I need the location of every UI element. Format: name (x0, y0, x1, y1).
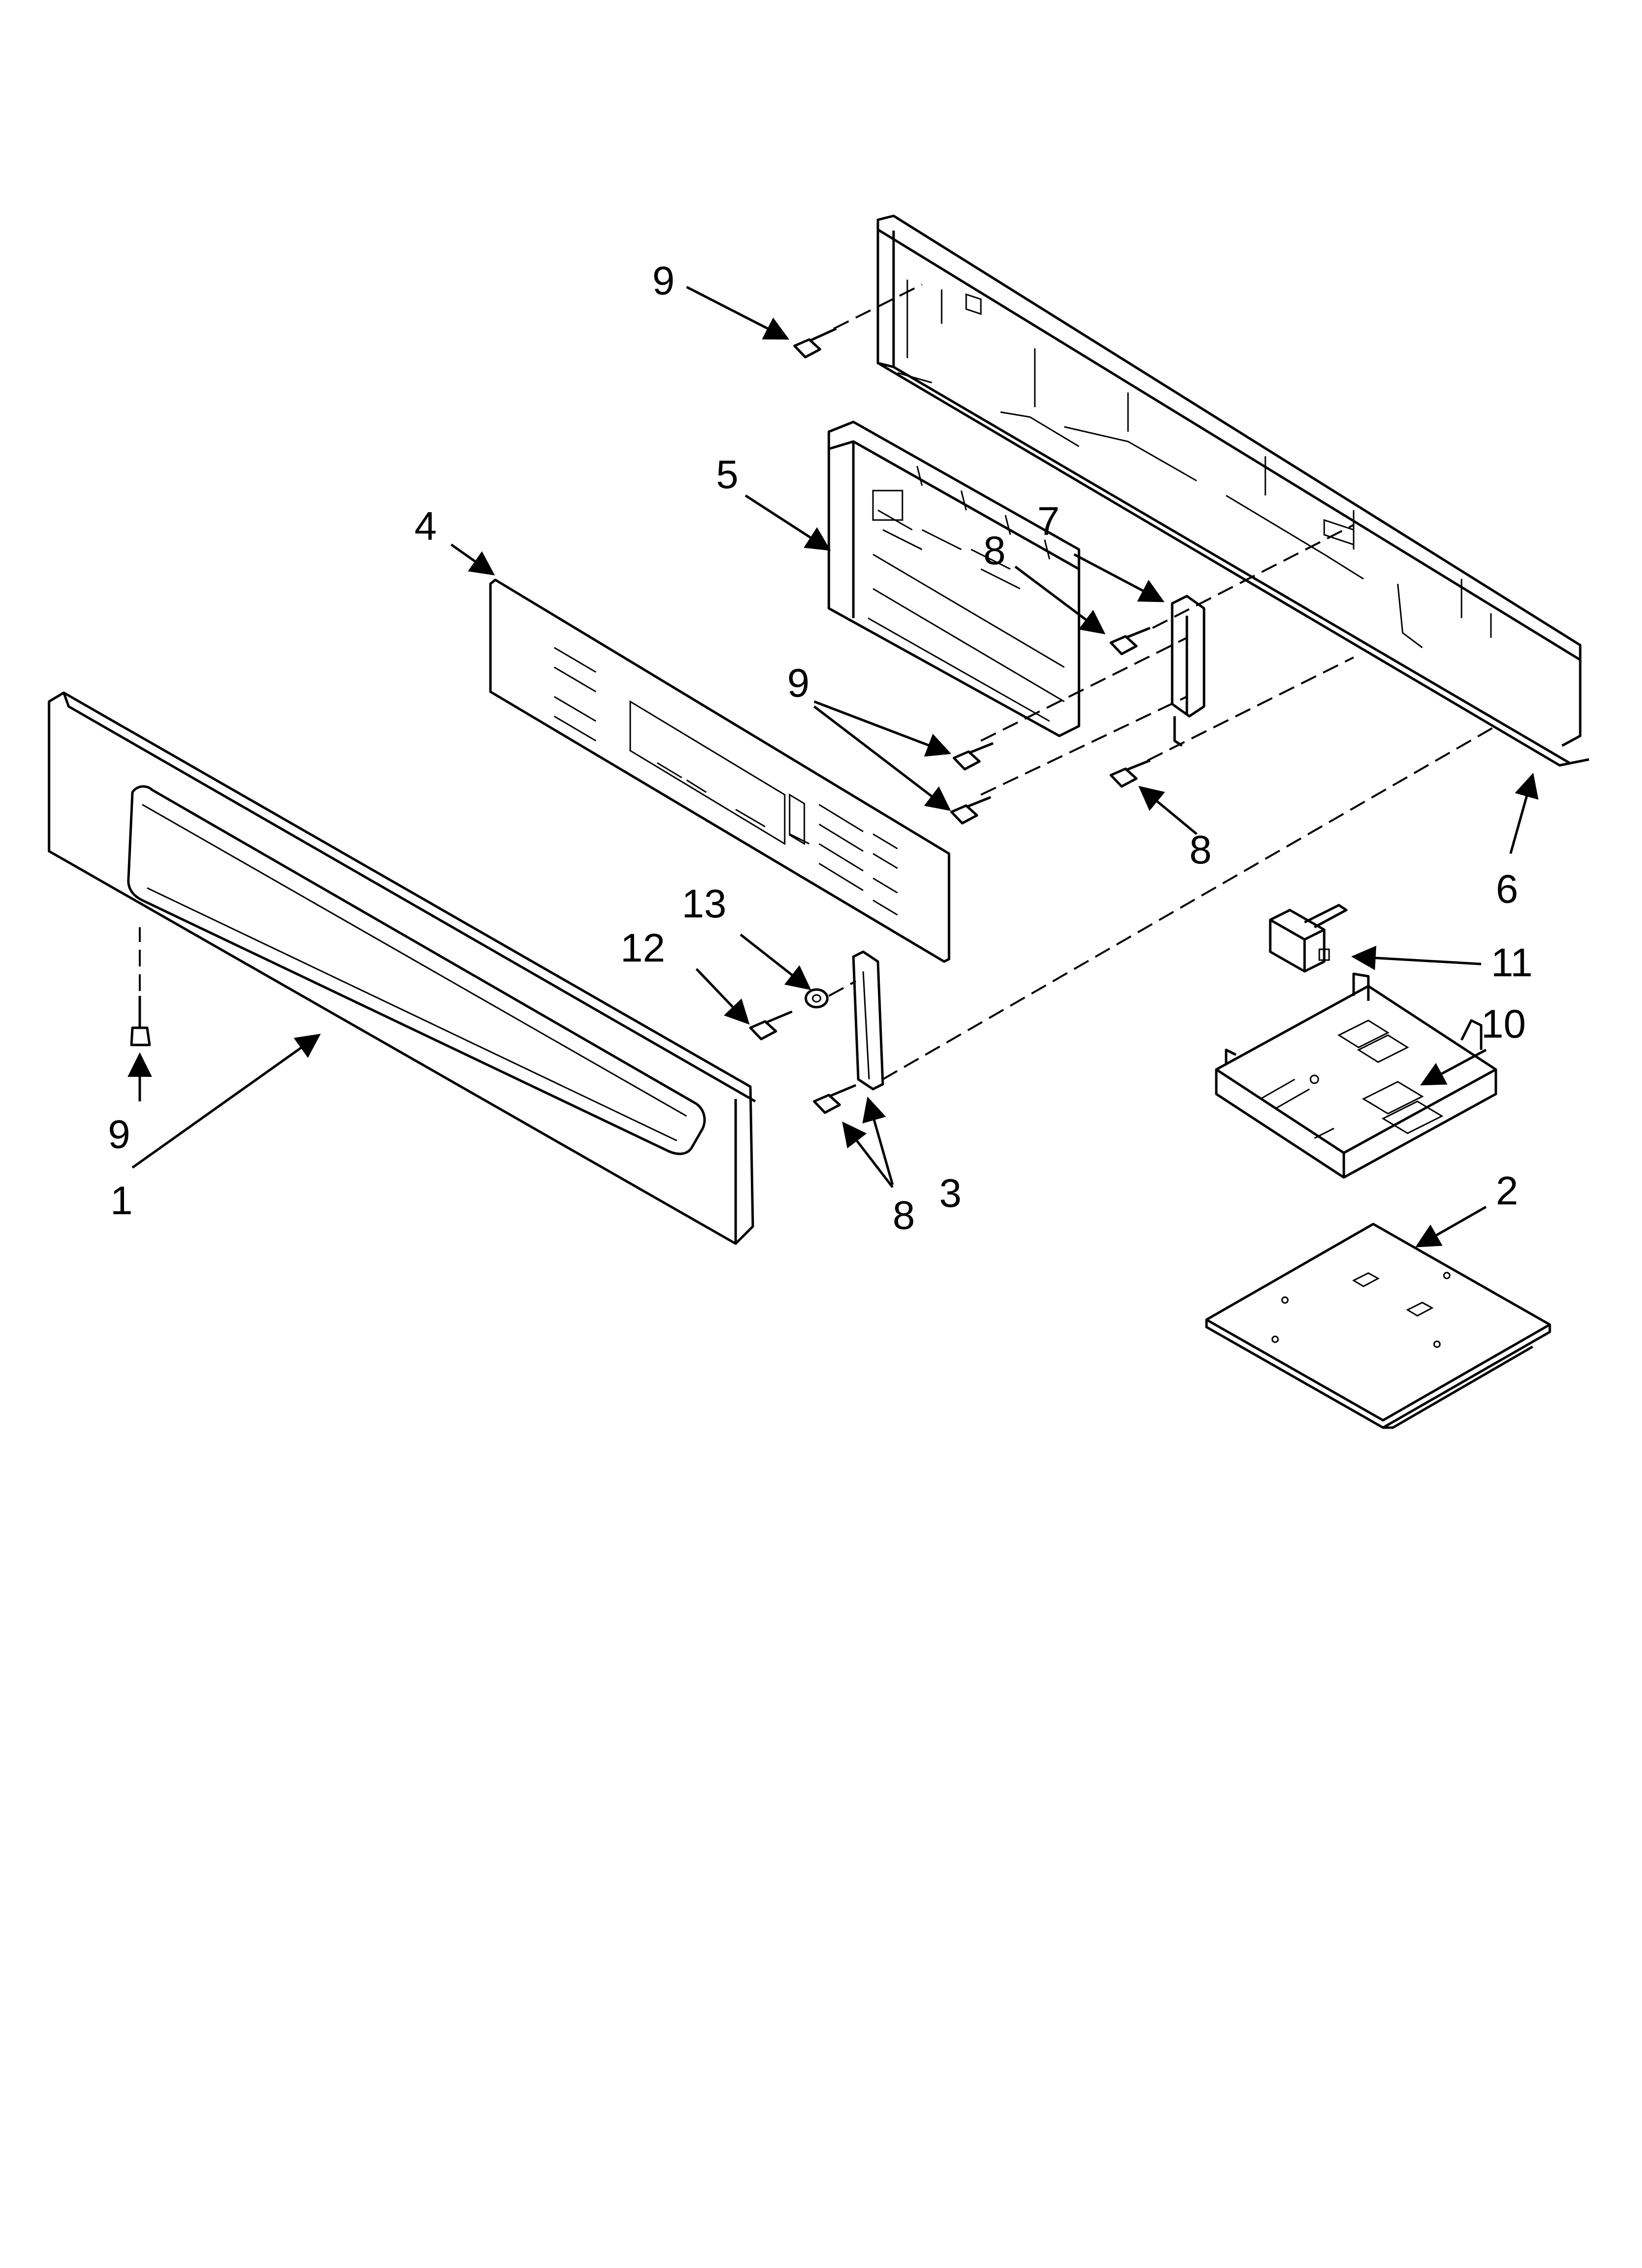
screw-12 (749, 1010, 793, 1041)
callout-8-lower: 8 (893, 1193, 915, 1238)
callout-12: 12 (620, 926, 665, 970)
callout-labels: 9 5 4 8 7 9 8 6 13 12 11 10 9 1 3 8 2 (108, 259, 1533, 1238)
callout-8-right: 8 (1189, 828, 1212, 872)
callout-1: 1 (110, 1178, 133, 1223)
part-11-switch (1269, 904, 1348, 973)
callout-9-left: 9 (108, 1112, 130, 1157)
part-2-bottom-cover (1205, 1223, 1551, 1429)
screw-9-middle-b (950, 796, 991, 825)
callout-2: 2 (1496, 1169, 1518, 1213)
screw-8-upper (1109, 626, 1151, 655)
callout-7: 7 (1037, 499, 1060, 544)
screw-9-left (130, 996, 151, 1046)
part-10-relay-board (1215, 972, 1497, 1179)
washer-13 (804, 988, 829, 1009)
screw-9-top (793, 327, 837, 359)
callout-3: 3 (939, 1171, 962, 1216)
callout-9-middle: 9 (787, 661, 810, 705)
callout-13: 13 (682, 882, 726, 926)
part-7-bracket (1171, 595, 1206, 747)
leader-arrows (128, 286, 1539, 1248)
part-1-control-panel-trim (48, 691, 756, 1245)
callout-6: 6 (1496, 867, 1518, 912)
callout-5: 5 (716, 452, 739, 497)
part-3-bracket-strip (852, 950, 884, 1091)
screw-9-middle-a (952, 742, 994, 771)
part-5-electronic-control (827, 420, 1080, 737)
screw-8-lower (813, 1084, 856, 1114)
screw-8-right (1109, 759, 1151, 788)
callout-11: 11 (1491, 940, 1533, 985)
part-6-control-panel-frame (876, 214, 1590, 767)
callout-10: 10 (1481, 1002, 1526, 1046)
alignment-lines (139, 284, 1496, 1080)
callout-4: 4 (414, 504, 437, 548)
callout-9-top: 9 (652, 259, 675, 303)
callout-8-upper: 8 (983, 528, 1006, 573)
part-4-control-overlay (489, 578, 950, 963)
